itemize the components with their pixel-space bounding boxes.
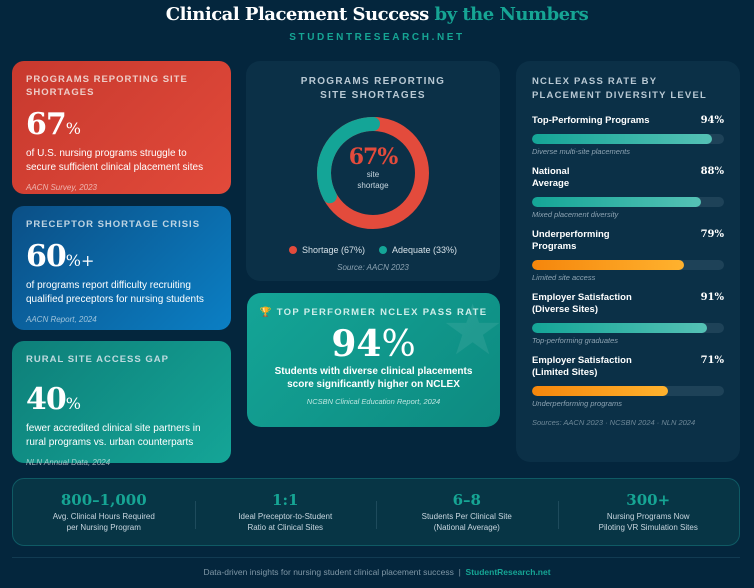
top-performer-card: ★ 🏆 TOP PERFORMER NCLEX PASS RATE 94% St…: [247, 293, 500, 427]
donut-legend: Shortage (67%) Adequate (33%): [246, 245, 500, 255]
stats-strip: 800–1,000 Avg. Clinical Hours Required p…: [12, 478, 740, 546]
legend-dot-icon: [288, 246, 297, 254]
footer: Data-driven insights for nursing student…: [0, 567, 754, 577]
bar-track: [532, 196, 724, 207]
card-source: AACN Report, 2024: [26, 315, 97, 324]
donut-ring-icon: [317, 117, 429, 229]
footer-link[interactable]: StudentResearch.net: [465, 567, 551, 577]
legend-shortage: Shortage (67%): [288, 245, 365, 255]
preceptor-shortage-card: PRECEPTOR SHORTAGE CRISIS 60%+ of progra…: [12, 206, 231, 330]
title-accent: by the Numbers: [434, 4, 589, 25]
rural-access-card: RURAL SITE ACCESS GAP 40% fewer accredit…: [12, 341, 231, 467]
footer-text: Data-driven insights for nursing student…: [203, 567, 454, 577]
page-header: Clinical Placement Success by the Number…: [0, 4, 754, 43]
card-value: 67%: [26, 107, 81, 142]
donut-center-label: site: [366, 170, 380, 179]
donut-chart-card: PROGRAMS REPORTING SITE SHORTAGES 67% si…: [246, 61, 500, 281]
card-value: 40%: [26, 382, 81, 417]
card-label: PROGRAMS REPORTING SITE SHORTAGES: [26, 74, 188, 98]
footer-divider: [12, 557, 740, 558]
performer-value: 94%: [331, 323, 416, 365]
bar-item: Employer Satisfaction (Diverse Sites)91%…: [532, 291, 724, 345]
site-shortage-card: PROGRAMS REPORTING SITE SHORTAGES 67% of…: [12, 61, 231, 194]
donut-chart: 67% site shortage: [315, 115, 431, 231]
footer-separator: |: [458, 567, 461, 577]
card-source: AACN Survey, 2023: [26, 183, 97, 192]
card-label: RURAL SITE ACCESS GAP: [26, 354, 169, 365]
card-description: of programs report difficulty recruiting…: [26, 280, 204, 305]
bar-track: [532, 322, 724, 333]
nclex-bars-card: NCLEX PASS RATE BY PLACEMENT DIVERSITY L…: [516, 61, 740, 462]
card-description: fewer accredited clinical site partners …: [26, 423, 201, 448]
bar-item: Employer Satisfaction (Limited Sites)71%…: [532, 354, 724, 408]
bar-fill: [532, 385, 669, 396]
bars-title: NCLEX PASS RATE BY PLACEMENT DIVERSITY L…: [532, 76, 707, 101]
bar-fill: [532, 259, 684, 270]
card-description: of U.S. nursing programs struggle to sec…: [26, 148, 204, 173]
donut-title: PROGRAMS REPORTING SITE SHORTAGES: [300, 76, 446, 101]
performer-source: NCSBN Clinical Education Report, 2024: [306, 397, 441, 406]
page-title: Clinical Placement Success by the Number…: [0, 4, 754, 26]
bar-track: [532, 385, 724, 396]
performer-description: Students with diverse clinical placement…: [274, 366, 473, 390]
legend-adequate: Adequate (33%): [379, 245, 457, 255]
trophy-icon: 🏆: [259, 307, 273, 318]
stat-vr-programs: 300+ Nursing Programs Now Piloting VR Si…: [557, 491, 740, 534]
donut-source: Source: AACN 2023: [337, 263, 409, 272]
donut-center-label: shortage: [357, 181, 389, 190]
donut-center-value: 67%: [348, 144, 399, 170]
performer-label: 🏆 TOP PERFORMER NCLEX PASS RATE: [259, 307, 488, 318]
card-source: NLN Annual Data, 2024: [26, 458, 111, 467]
title-main: Clinical Placement Success: [165, 4, 430, 25]
stat-preceptor-ratio: 1:1 Ideal Preceptor-to-Student Ratio at …: [194, 491, 377, 534]
bar-fill: [532, 196, 701, 207]
site-subtitle: STUDENTRESEARCH.NET: [289, 32, 465, 43]
star-icon: ★: [441, 293, 500, 369]
bar-fill: [532, 322, 707, 333]
bars-source: Sources: AACN 2023 · NCSBN 2024 · NLN 20…: [532, 417, 696, 427]
legend-dot-icon: [379, 246, 387, 254]
stat-students-per-site: 6–8 Students Per Clinical Site (National…: [376, 491, 558, 534]
bar-fill: [532, 133, 713, 144]
card-label: PRECEPTOR SHORTAGE CRISIS: [26, 219, 201, 230]
stat-clinical-hours: 800–1,000 Avg. Clinical Hours Required p…: [52, 490, 155, 533]
bar-track: [532, 259, 724, 270]
bar-track: [532, 133, 724, 144]
card-value: 60%+: [26, 239, 95, 274]
